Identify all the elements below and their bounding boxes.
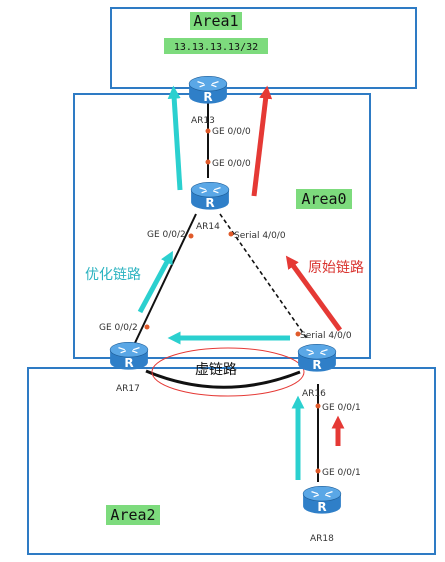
area2-label: Area2 <box>110 506 155 524</box>
cyan-arrow-ar17-up <box>137 250 173 314</box>
dot-ar16-serial <box>295 331 301 337</box>
router-icon-letter: R <box>203 90 212 104</box>
router-label-ar13: AR13 <box>191 116 215 126</box>
original-path-label: 原始链路 <box>308 260 364 276</box>
link-ar14-ar17 <box>133 213 197 346</box>
red-arrow-ar16-up <box>285 255 343 332</box>
if-label-ar14-up: GE 0/0/0 <box>212 159 251 169</box>
if-label-ar14-serial: Serial 4/0/0 <box>234 231 286 241</box>
dot-ar13-ge000 <box>205 128 211 134</box>
dot-ar14-serial <box>228 231 234 237</box>
router-ar14[interactable]: R <box>190 181 230 211</box>
router-ar13[interactable]: R <box>188 75 228 105</box>
link-ar14-ar16-serial <box>219 213 309 341</box>
cyan-arrow-into-area1 <box>167 85 183 191</box>
red-arrow-into-area1 <box>251 85 273 197</box>
virtual-link-ellipse <box>151 347 305 397</box>
if-label-ar17-up: GE 0/0/2 <box>99 323 138 333</box>
virtual-link-line <box>145 369 301 389</box>
prefix-label-bg <box>164 38 268 54</box>
router-ar16[interactable]: R <box>297 343 337 373</box>
router-ar17[interactable]: R <box>109 341 149 371</box>
router-icon-letter: R <box>205 196 214 210</box>
if-label-ar16-serial: Serial 4/0/0 <box>300 331 352 341</box>
dot-ar18-ge001 <box>315 468 321 474</box>
if-label-ar18-up: GE 0/0/1 <box>322 468 361 478</box>
router-icon-letter: R <box>124 356 133 370</box>
router-icon-letter: R <box>312 358 321 372</box>
dot-ar14-ge002 <box>188 233 194 239</box>
virtual-link-label: 虚链路 <box>195 362 237 378</box>
if-label-ar13-down: GE 0/0/0 <box>212 127 251 137</box>
if-label-ar14-left: GE 0/0/2 <box>147 230 186 240</box>
area1-label-bg <box>190 12 242 30</box>
area1-label: Area1 <box>193 12 238 30</box>
router-icon-letter: R <box>317 500 326 514</box>
if-label-ar16-down: GE 0/0/1 <box>322 403 361 413</box>
router-ar18[interactable]: R <box>302 485 342 515</box>
area2-label-bg <box>106 505 160 525</box>
router-label-ar14: AR14 <box>196 222 220 232</box>
prefix-label: 13.13.13.13/32 <box>174 42 258 53</box>
area0-label-bg <box>296 189 352 209</box>
router-label-ar16: AR16 <box>302 389 326 399</box>
router-label-ar18: AR18 <box>310 534 334 544</box>
area0-label: Area0 <box>301 190 346 208</box>
router-label-ar17: AR17 <box>116 384 140 394</box>
dot-ar14-ge000 <box>205 159 211 165</box>
dot-ar16-ge001 <box>315 403 321 409</box>
dot-ar17-ge002 <box>144 324 150 330</box>
optimized-path-label: 优化链路 <box>85 267 141 283</box>
area2-box <box>27 367 436 555</box>
